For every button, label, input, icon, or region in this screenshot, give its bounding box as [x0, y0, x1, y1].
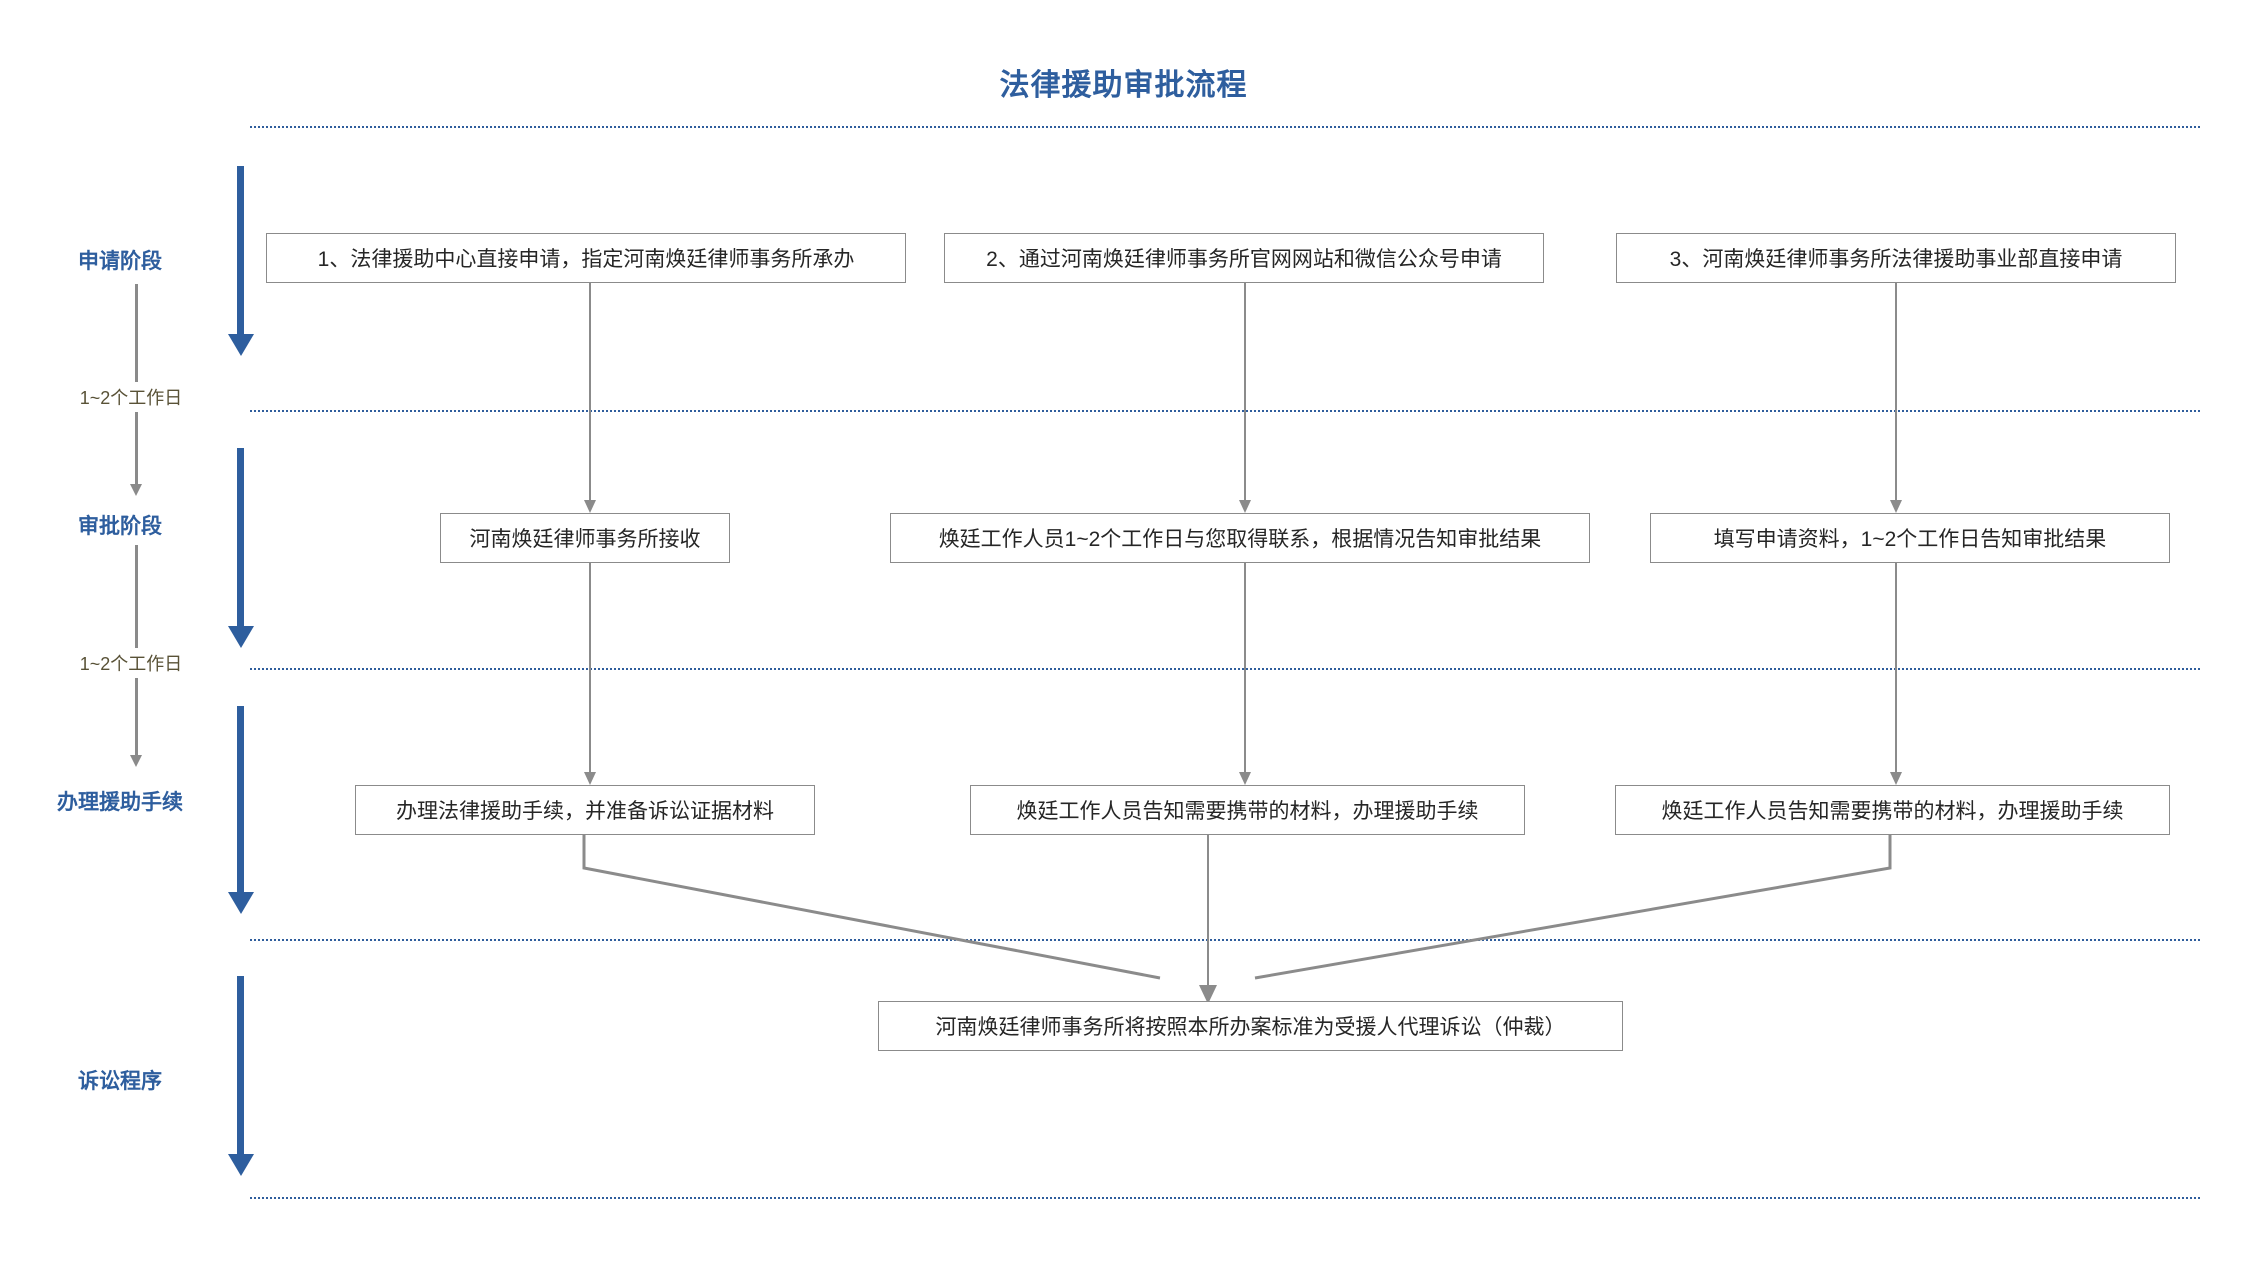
page-title: 法律援助审批流程	[999, 69, 1248, 102]
divider-1	[250, 410, 2200, 412]
procedure-box-2[interactable]: 焕廷工作人员告知需要携带的材料，办理援助手续	[970, 785, 1525, 835]
approval-box-1[interactable]: 河南焕廷律师事务所接收	[440, 513, 730, 563]
connector-app3-to-approval3	[1890, 283, 1902, 513]
divider-3	[250, 939, 2200, 941]
connector-approval3-to-procedure3	[1890, 563, 1902, 785]
application-box-2[interactable]: 2、通过河南焕廷律师事务所官网网站和微信公众号申请	[944, 233, 1544, 283]
application-box-1[interactable]: 1、法律援助中心直接申请，指定河南焕廷律师事务所承办	[266, 233, 906, 283]
stage-arrow-approval	[228, 448, 254, 648]
application-box-3[interactable]: 3、河南焕廷律师事务所法律援助事业部直接申请	[1616, 233, 2176, 283]
procedure-box-3[interactable]: 焕廷工作人员告知需要携带的材料，办理援助手续	[1615, 785, 2170, 835]
litigation-box-1[interactable]: 河南焕廷律师事务所将按照本所办案标准为受援人代理诉讼（仲裁）	[878, 1001, 1623, 1051]
stage-arrow-application	[228, 166, 254, 356]
stage-label-litigation: 诉讼程序	[78, 1070, 162, 1093]
stage-label-procedure: 办理援助手续	[57, 791, 183, 814]
stage-arrow-litigation	[228, 976, 254, 1176]
duration-label-1: 1~2个工作日	[40, 382, 222, 412]
approval-box-2[interactable]: 焕廷工作人员1~2个工作日与您取得联系，根据情况告知审批结果	[890, 513, 1590, 563]
procedure-box-1[interactable]: 办理法律援助手续，并准备诉讼证据材料	[355, 785, 815, 835]
connector-approval2-to-procedure2	[1239, 563, 1251, 785]
approval-box-3[interactable]: 填写申请资料，1~2个工作日告知审批结果	[1650, 513, 2170, 563]
connector-app2-to-approval2	[1239, 283, 1251, 513]
stage-arrow-procedure	[228, 706, 254, 914]
divider-bottom	[250, 1197, 2200, 1199]
connector-approval1-to-procedure1	[584, 563, 596, 785]
divider-2	[250, 668, 2200, 670]
stage-label-approval: 审批阶段	[78, 515, 162, 538]
duration-label-2: 1~2个工作日	[40, 648, 222, 678]
stage-label-application: 申请阶段	[78, 250, 162, 273]
connector-app1-to-approval1	[584, 283, 596, 513]
divider-top	[250, 126, 2200, 128]
